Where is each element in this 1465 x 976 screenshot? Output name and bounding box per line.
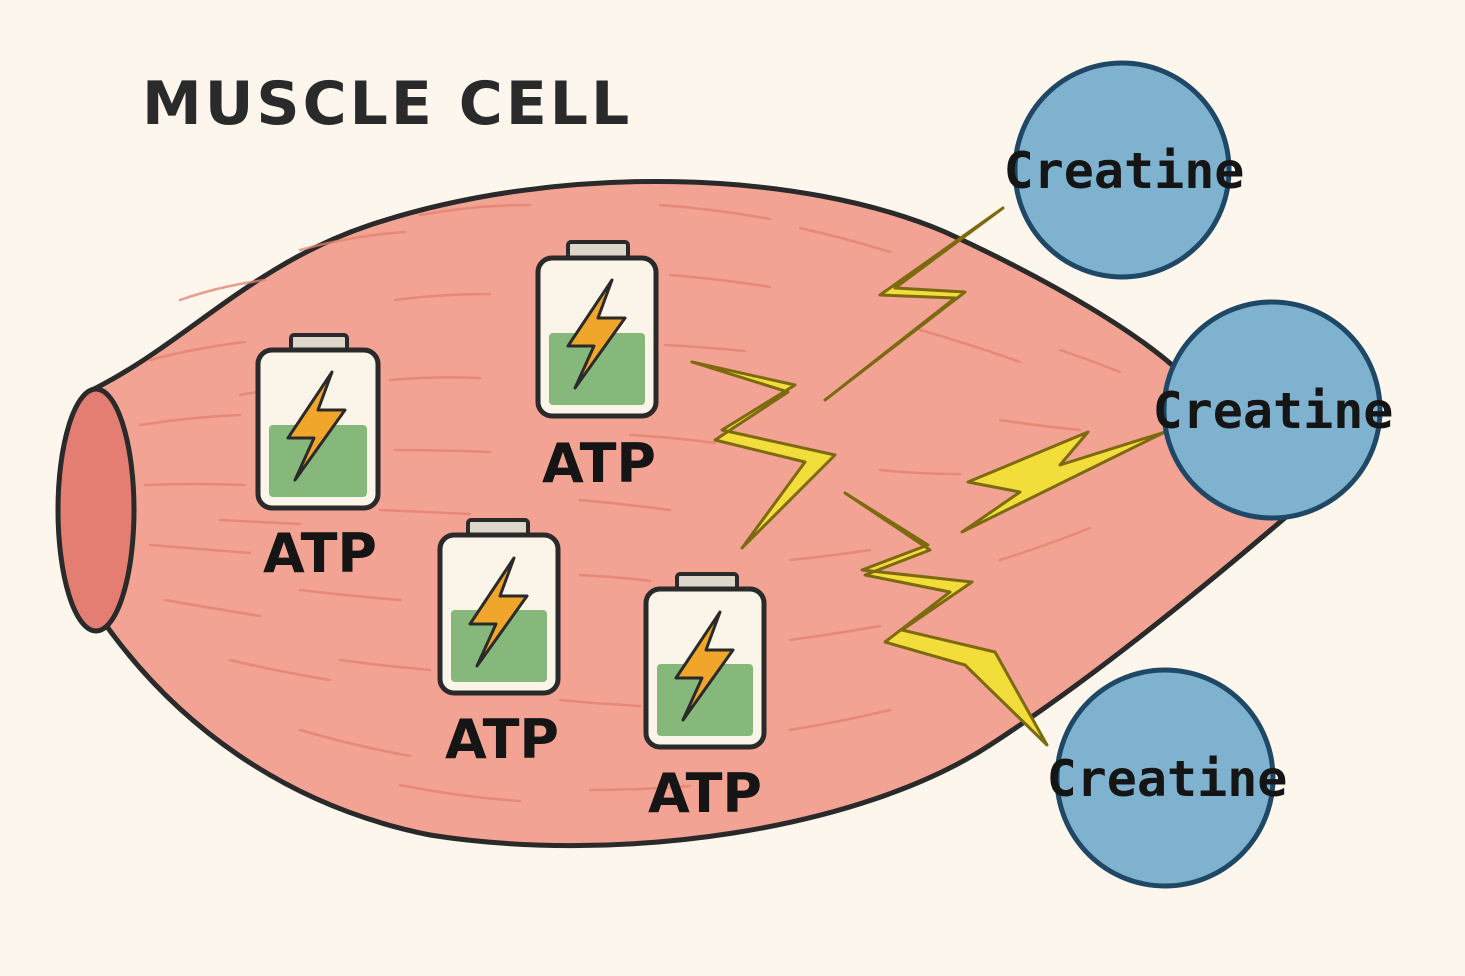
muscle-end-opening <box>55 386 137 634</box>
energy-bolts <box>690 206 1167 747</box>
diagram-title: MUSCLE CELL <box>142 69 632 139</box>
lightning-bolt-icon <box>286 370 347 482</box>
lightning-bolt-icon <box>468 556 529 668</box>
atp-battery: ATP <box>255 333 381 585</box>
atp-label: ATP <box>648 762 762 825</box>
atp-label: ATP <box>445 708 559 771</box>
lightning-bolt-icon <box>823 206 1005 402</box>
lightning-bolt-icon <box>960 430 1167 534</box>
muscle-fibers <box>138 203 1122 803</box>
lightning-bolt-icon <box>690 360 837 550</box>
lightning-bolt-icon <box>566 278 627 390</box>
atp-label: ATP <box>263 522 377 585</box>
lightning-bolt-icon <box>843 491 1049 747</box>
creatine-label: Creatine <box>1153 382 1394 440</box>
creatine-label: Creatine <box>1004 142 1245 200</box>
lightning-bolt-icon <box>674 610 735 722</box>
creatine-molecule: Creatine <box>1047 667 1288 889</box>
atp-battery: ATP <box>437 518 561 771</box>
atp-battery: ATP <box>535 240 659 495</box>
creatine-molecule: Creatine <box>1153 299 1394 521</box>
creatine-label: Creatine <box>1047 750 1288 808</box>
atp-label: ATP <box>542 432 656 495</box>
atp-battery: ATP <box>643 572 767 825</box>
creatine-molecule: Creatine <box>1004 60 1245 280</box>
